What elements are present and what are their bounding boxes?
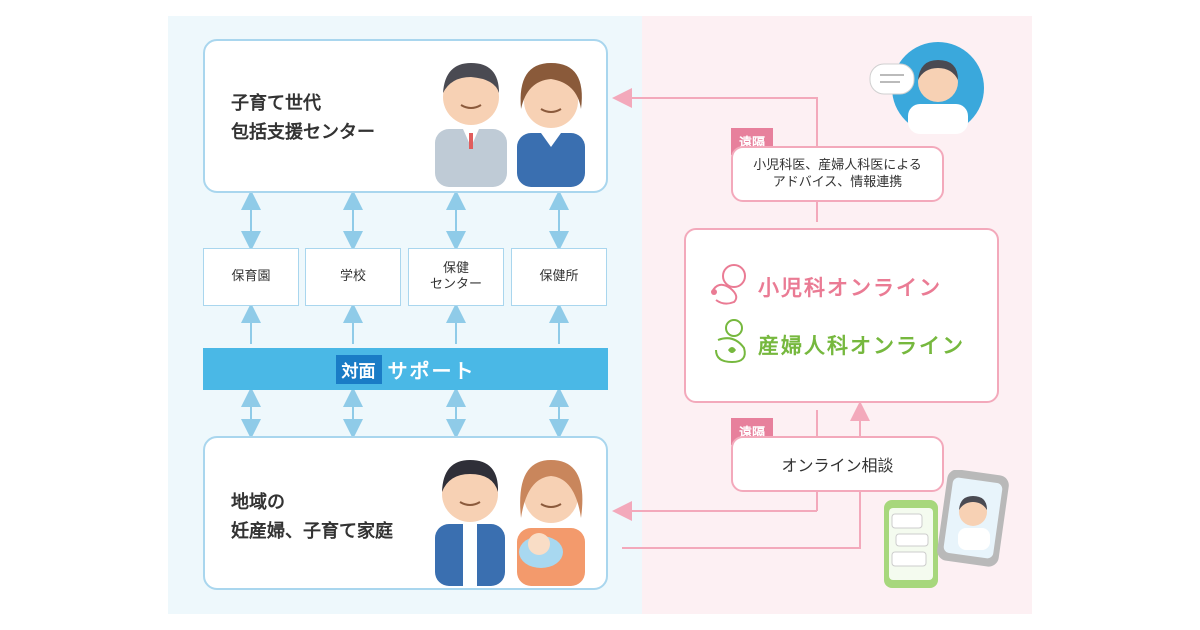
org-nursery: 保育園	[203, 248, 299, 306]
families-box: 地域の 妊産婦、子育て家庭	[203, 436, 608, 590]
org-public-health-office: 保健所	[511, 248, 607, 306]
advice-text: 小児科医、産婦人科医による アドバイス、情報連携	[753, 158, 922, 190]
family-illustration-icon	[435, 460, 585, 586]
support-center-title: 子育て世代 包括支援センター	[231, 93, 375, 143]
face-to-face-tag: 対面	[335, 354, 382, 384]
advice-box: 小児科医、産婦人科医による アドバイス、情報連携	[731, 146, 944, 202]
obstetrics-online-label: 産婦人科オンライン	[758, 334, 965, 358]
online-consult-box: オンライン相談	[731, 436, 944, 492]
obstetrics-logo-icon	[715, 319, 746, 364]
online-consult-label: オンライン相談	[781, 456, 894, 475]
pediatrics-logo-icon	[711, 264, 746, 305]
families-title: 地域の 妊産婦、子育て家庭	[231, 492, 393, 542]
doctor-chat-icon	[869, 42, 984, 134]
upper-arrows	[241, 190, 569, 251]
lower-arrows	[241, 387, 569, 439]
org-school: 学校	[305, 248, 401, 306]
middle-arrows	[241, 303, 569, 344]
smartphones-icon	[884, 470, 1009, 588]
online-services-box	[684, 228, 999, 403]
staff-illustration-icon	[435, 63, 585, 187]
support-center-box: 子育て世代 包括支援センター	[203, 39, 608, 193]
org-health-center: 保健 センター	[408, 248, 504, 306]
face-to-face-support-bar: 対面 サポート	[203, 348, 608, 390]
pediatrics-online-label: 小児科オンライン	[758, 276, 942, 300]
support-label: サポート	[387, 358, 476, 383]
